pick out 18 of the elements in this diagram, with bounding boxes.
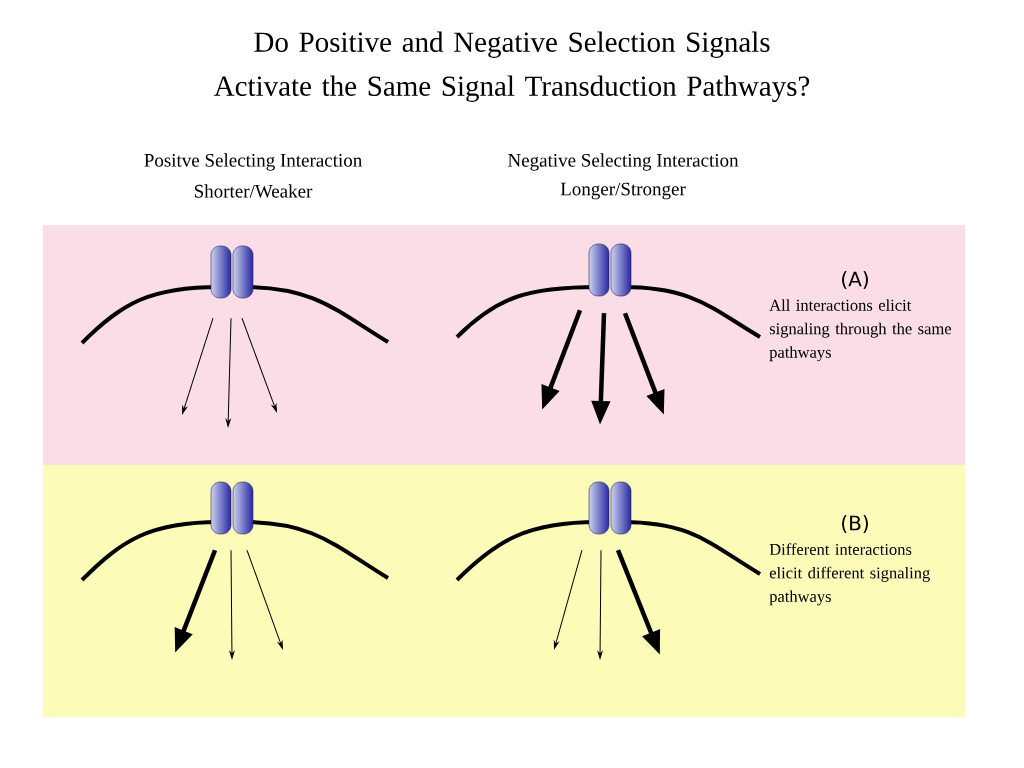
arrow bbox=[229, 549, 235, 659]
column-header: Negative Selecting Interaction bbox=[508, 153, 739, 171]
receptor-drawing bbox=[588, 481, 632, 535]
arrow bbox=[246, 549, 283, 649]
column-header: Longer/Stronger bbox=[560, 182, 686, 200]
receptor-drawing bbox=[210, 481, 254, 535]
receptor-drawing bbox=[210, 245, 254, 299]
arrow bbox=[553, 549, 583, 649]
column-header: Shorter/Weaker bbox=[194, 184, 313, 198]
column-header: Positve Selecting Interaction bbox=[144, 153, 362, 171]
receptor-drawing bbox=[588, 243, 632, 297]
panel: (B) Different interactions elicit different signaling pathways bbox=[43, 465, 965, 717]
arrow bbox=[597, 549, 603, 659]
title: Do Positive and Negative Selection Signals Activate the Same Signal Transduction Pathways? bbox=[214, 31, 810, 102]
arrow bbox=[225, 317, 232, 427]
panel: (A) All interactions elicit signaling through the same pathways bbox=[43, 225, 965, 465]
arrow bbox=[241, 317, 277, 412]
arrow bbox=[182, 317, 214, 414]
